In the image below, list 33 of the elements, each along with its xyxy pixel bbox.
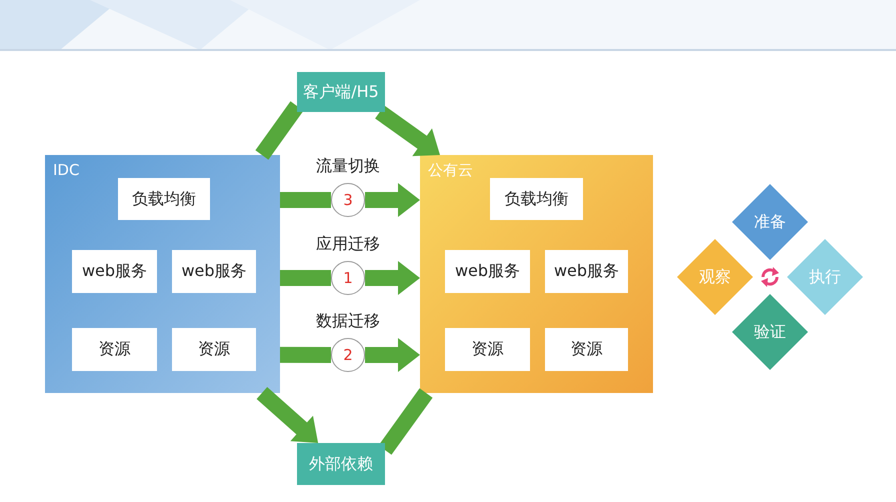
service-box: 资源	[172, 328, 256, 371]
panel-title: 公有云	[428, 161, 473, 180]
connector-band	[280, 346, 331, 363]
block-arrow	[365, 261, 420, 295]
service-box: 资源	[72, 328, 157, 371]
connector-band	[378, 388, 433, 455]
service-box: web服务	[545, 250, 628, 293]
service-box: web服务	[172, 250, 256, 293]
panel-title: IDC	[53, 161, 80, 179]
block-arrow	[256, 387, 318, 443]
cycle-diamond: 准备	[732, 184, 808, 260]
step-number-circle: 1	[331, 261, 365, 295]
service-box: web服务	[72, 250, 157, 293]
cycle-diamond: 观察	[677, 239, 753, 315]
step-number-circle: 2	[331, 338, 365, 372]
connector-band	[280, 192, 331, 208]
cycle-diamond: 验证	[732, 294, 808, 370]
label-box: 客户端/H5	[297, 72, 385, 112]
block-arrow	[375, 106, 440, 156]
group-panel	[45, 155, 280, 393]
label-box: 外部依赖	[297, 443, 385, 485]
service-box: 资源	[545, 328, 628, 371]
service-box: 资源	[445, 328, 530, 371]
service-box: 负载均衡	[118, 178, 210, 220]
connector-band	[255, 101, 304, 160]
block-arrow	[365, 183, 420, 217]
service-box: 负载均衡	[490, 178, 583, 220]
step-number-circle: 3	[331, 183, 365, 217]
connector-band	[280, 270, 331, 286]
group-panel	[420, 155, 653, 393]
service-box: web服务	[445, 250, 530, 293]
cycle-diamond: 执行	[787, 239, 863, 315]
block-arrow	[365, 338, 420, 372]
